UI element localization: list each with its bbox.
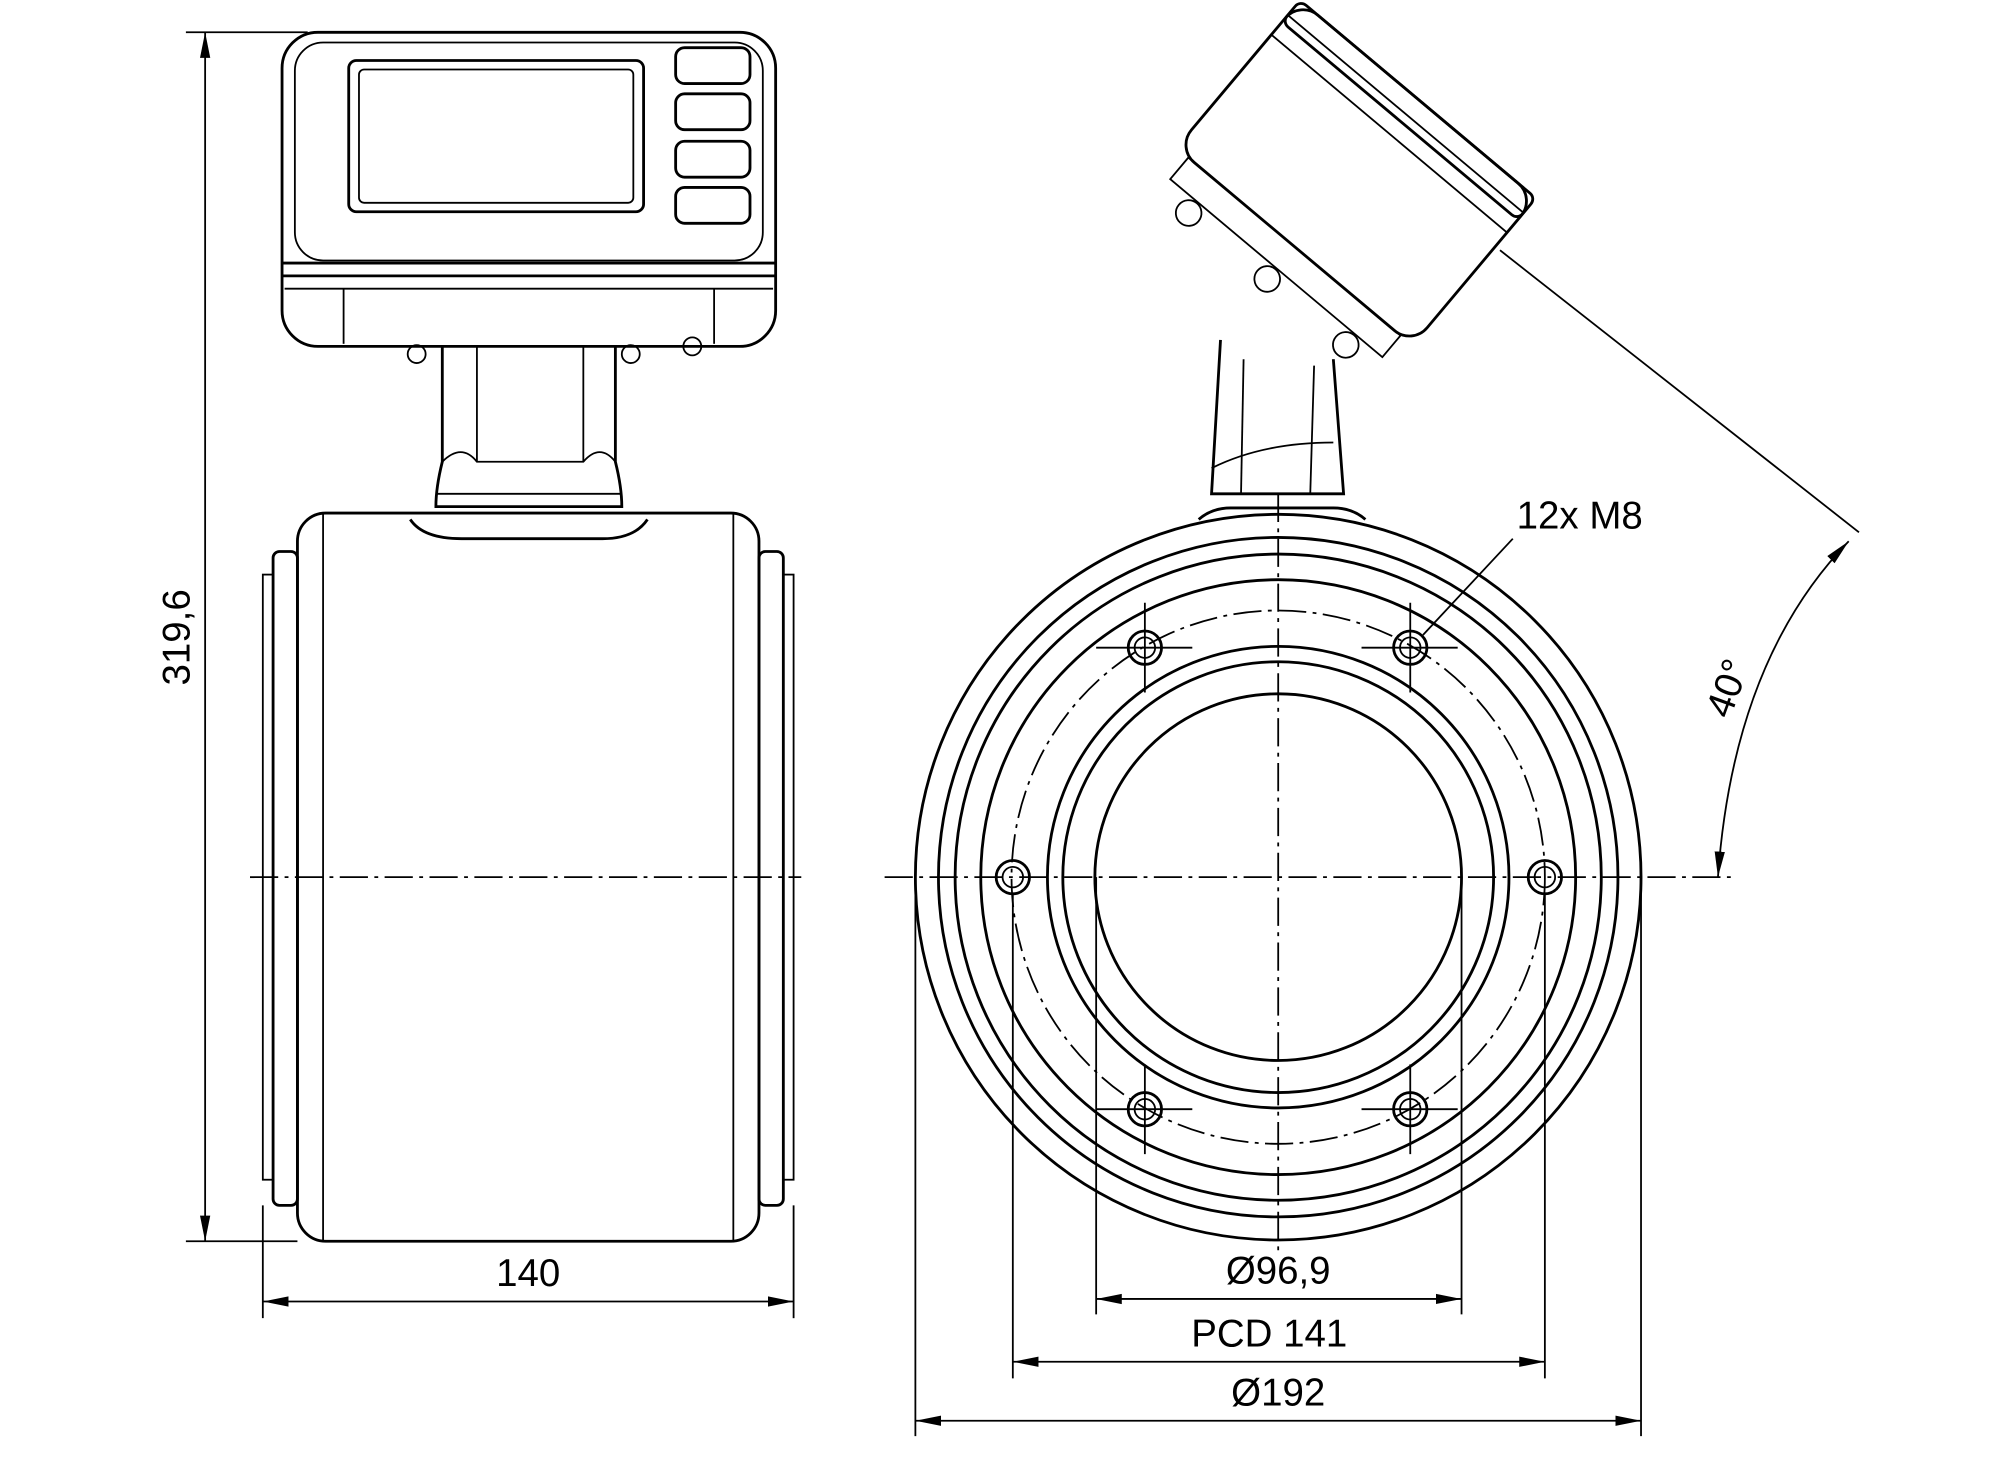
height-label: 319,6 (156, 589, 199, 685)
bolt-hole (1096, 1064, 1193, 1155)
bolt-callout-label: 12x M8 (1517, 494, 1643, 537)
front-neck (1197, 339, 1367, 521)
side-view: 319,6 140 (156, 30, 802, 1319)
bolt-callout: 12x M8 (1422, 494, 1643, 636)
width-dimension: 140 (261, 1205, 795, 1319)
body (250, 511, 802, 1243)
display-button (674, 92, 752, 132)
tilted-display-head (1168, 2, 1535, 359)
display-button (674, 185, 752, 225)
diameter-dimensions: Ø96,9 PCD 141 Ø192 (914, 877, 1642, 1437)
pcd-label: PCD 141 (1191, 1312, 1347, 1355)
angle-dimension: 40° (1499, 249, 1860, 878)
display-screen (347, 59, 645, 214)
display-head (280, 30, 778, 364)
height-dimension: 319,6 (156, 31, 308, 1243)
bore-diameter-label: Ø96,9 (1226, 1250, 1331, 1293)
bolt-hole (1096, 602, 1193, 693)
neck (409, 346, 649, 541)
flange (884, 493, 1734, 1251)
bolt-hole (1361, 1064, 1458, 1155)
display-button (674, 46, 752, 85)
outer-diameter-label: Ø192 (1231, 1371, 1325, 1414)
width-label: 140 (496, 1252, 560, 1295)
bolt-hole (1361, 602, 1458, 693)
front-view: 12x M8 40° Ø96,9 PCD 141 Ø192 (884, 2, 1860, 1437)
display-button (674, 139, 752, 179)
